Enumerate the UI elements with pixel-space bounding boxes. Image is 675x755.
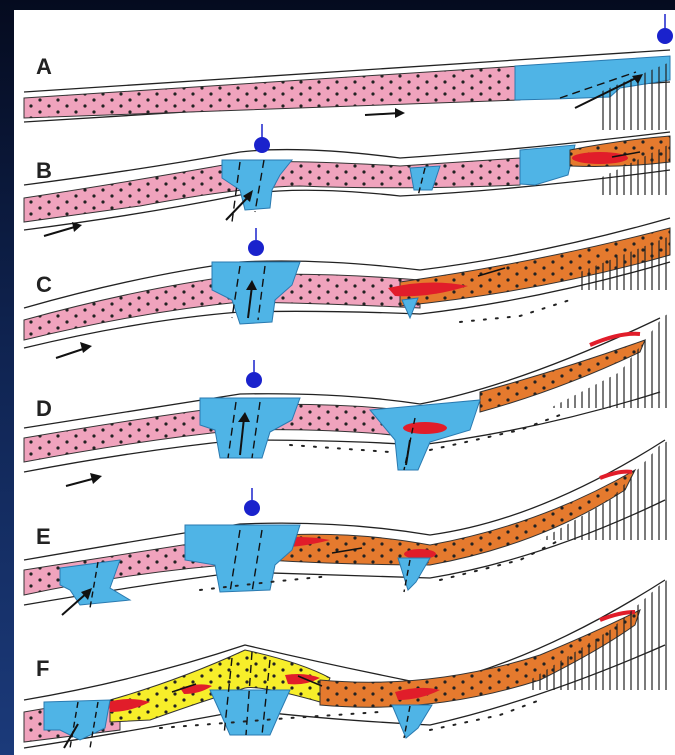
flow-arrow [66,478,96,486]
diagram-panel: A B [14,10,675,755]
blue-zone [370,400,480,470]
section-label-d: D [36,396,52,421]
section-f: F [24,578,670,748]
red-patch [403,422,447,434]
dotted-trail [430,700,540,730]
section-e: E [24,440,670,615]
blue-marker-icon [254,137,270,153]
section-d: D [24,312,670,486]
section-label-b: B [36,158,52,183]
blue-zone [520,145,575,185]
red-patch [572,152,628,164]
arrow-head [90,473,102,484]
flow-arrow [365,113,400,115]
section-label-f: F [36,656,49,681]
section-label-c: C [36,272,52,297]
arrow-head [80,342,92,353]
section-b: B [24,124,670,236]
section-label-a: A [36,54,52,79]
blue-zone [392,705,432,738]
blue-marker-icon [657,28,673,44]
blue-zone [185,525,300,592]
blue-marker-icon [244,500,260,516]
dotted-texture [24,66,520,118]
dotted-trail [290,445,390,452]
arrow-head [395,108,405,118]
blue-marker-icon [248,240,264,256]
section-a: A [24,14,673,130]
dotted-trail [460,300,570,322]
section-c: C [24,218,670,358]
flow-arrow [44,226,78,236]
section-label-e: E [36,524,51,549]
blue-zone [210,690,290,735]
blue-marker-icon [246,372,262,388]
arrow-head [72,222,82,232]
flow-arrow [56,348,86,358]
geology-cross-sections: A B [14,10,675,755]
blue-zone [398,558,430,590]
